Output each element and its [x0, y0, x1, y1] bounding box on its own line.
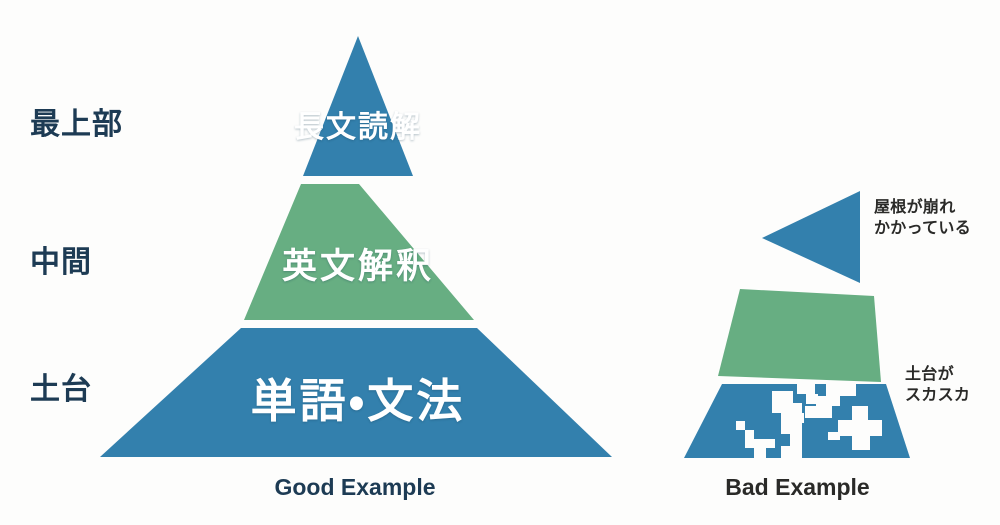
- good-tier-middle-shape: [244, 184, 474, 320]
- bad-pyramid: [684, 191, 910, 458]
- bad-base-trapezoid: [684, 384, 910, 458]
- tier-label-middle: 中間: [30, 246, 92, 279]
- annotation-weak-foundation: 土台が スカスカ: [905, 366, 971, 405]
- bad-roof-triangle: [762, 191, 860, 283]
- good-tier-base-shape: [100, 328, 612, 457]
- bad-crumbling-base: [684, 384, 910, 458]
- bad-middle-slab: [718, 289, 881, 382]
- good-tier-top-shape: [303, 36, 413, 176]
- good-tier-middle-label: 英文解釈: [281, 247, 434, 286]
- caption-good-example: Good Example: [274, 474, 436, 500]
- good-pyramid: [100, 36, 612, 457]
- good-tier-top-label: 長文読解: [294, 111, 422, 144]
- good-tier-base-label: 単語・文法: [250, 375, 466, 427]
- tier-label-base: 土台: [30, 373, 92, 406]
- caption-bad-example: Bad Example: [725, 474, 870, 500]
- annotation-roof-collapsing: 屋根が崩れ かかっている: [874, 199, 972, 238]
- tier-label-top: 最上部: [30, 108, 123, 141]
